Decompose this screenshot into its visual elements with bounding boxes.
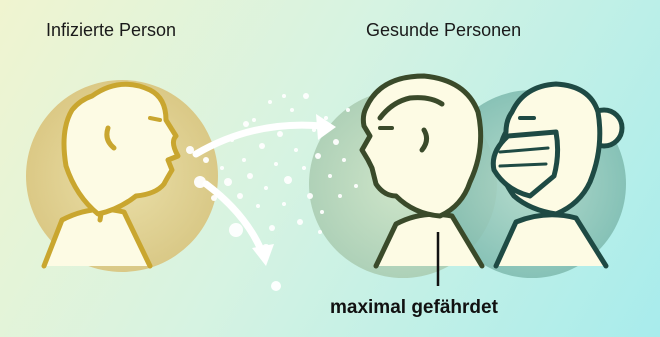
healthy-label: Gesunde Personen (366, 20, 522, 40)
infected-label: Infizierte Person (46, 20, 177, 40)
healthy-person-icon (359, 73, 485, 269)
risk-caption: maximal gefährdet (330, 297, 498, 318)
arrow-icon (192, 121, 326, 256)
masked-person-icon (490, 81, 625, 269)
arrow-head-top (316, 114, 336, 140)
arrow-head-bottom (252, 244, 274, 266)
infected-person-icon (41, 81, 181, 269)
